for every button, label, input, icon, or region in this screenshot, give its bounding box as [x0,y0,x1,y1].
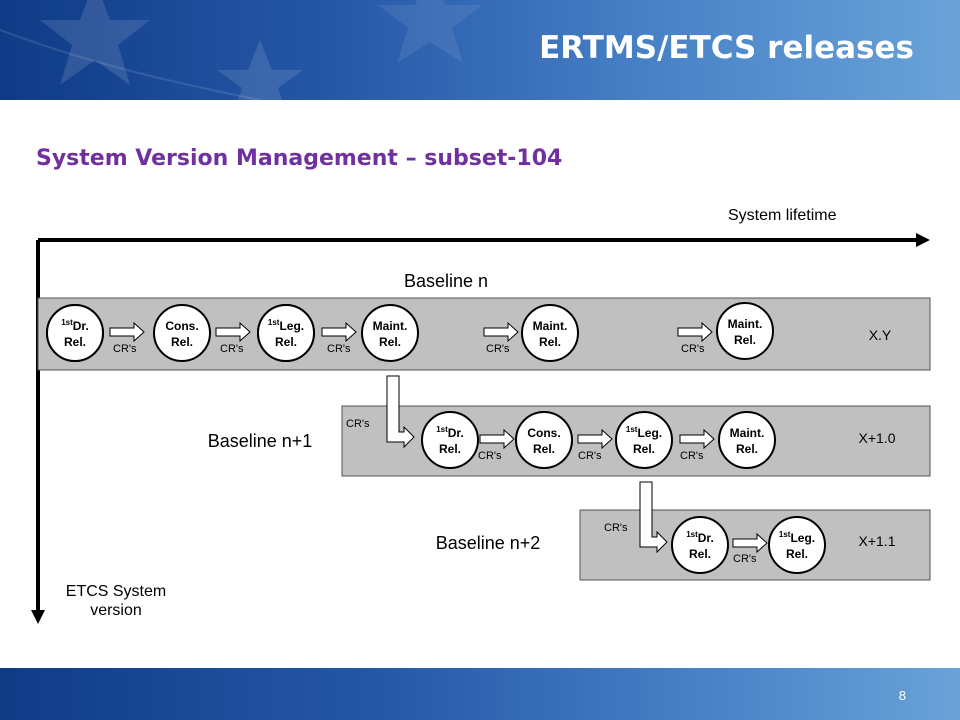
release-line2: Rel. [439,442,461,456]
cr-label: CR's [681,343,705,355]
release-line1: Maint. [373,319,408,333]
release-arrow-icon [479,428,515,450]
branch-connector-n1-to-n2 [639,481,668,554]
release-line2: Rel. [689,547,711,561]
cr-label: CR's [113,343,137,355]
release-line2: Rel. [275,335,297,349]
cr-label: CR's [733,553,757,565]
release-arrow-icon [215,321,251,343]
release-line2: Rel. [736,442,758,456]
release-sup: 1st [779,530,791,539]
cr-label: CR's [478,450,502,462]
release-circle: Maint. Rel. [716,302,774,360]
release-sup: 1st [268,318,280,327]
slide-subtitle: System Version Management – subset-104 [36,146,563,171]
release-circle: Maint. Rel. [361,304,419,362]
cr-label: CR's [680,450,704,462]
release-sup: 1st [436,425,448,434]
release-circle: Cons. Rel. [515,411,573,469]
release-arrow-icon [109,321,145,343]
release-line2: Rel. [633,442,655,456]
release-line1: Maint. [728,317,763,331]
release-circle: 1stDr. Rel. [46,304,104,362]
release-circle: Cons. Rel. [153,304,211,362]
release-line1: 1stLeg. [626,425,662,440]
version-xy: X.Y [869,327,892,343]
release-sup: 1st [61,318,73,327]
release-arrow-icon [483,321,519,343]
slide-title: ERTMS/ETCS releases [539,30,914,66]
release-arrow-icon [321,321,357,343]
baseline-n-label: Baseline n [404,271,488,291]
release-l1: Leg. [279,319,304,333]
release-l1: Dr. [73,319,89,333]
version-x1-0: X+1.0 [859,430,896,446]
release-circle: 1stLeg. Rel. [768,516,826,574]
baseline-n2-label: Baseline n+2 [436,533,541,553]
release-circle: 1stDr. Rel. [671,516,729,574]
release-line2: Rel. [64,335,86,349]
release-line1: 1stDr. [686,530,714,545]
release-arrow-icon [679,428,715,450]
release-line1: 1stLeg. [779,530,815,545]
release-l1: Leg. [637,426,662,440]
release-arrow-icon [577,428,613,450]
release-l1: Dr. [448,426,464,440]
release-line2: Rel. [533,442,555,456]
cr-label: CR's [220,343,244,355]
release-line1: 1stDr. [436,425,464,440]
release-line2: Rel. [539,335,561,349]
cr-label: CR's [578,450,602,462]
cr-label: CR's [327,343,351,355]
release-line2: Rel. [786,547,808,561]
release-sup: 1st [686,530,698,539]
stars-decoration-icon [0,0,482,100]
release-line1: Cons. [165,319,198,333]
release-l1: Dr. [698,531,714,545]
release-circle: Maint. Rel. [521,304,579,362]
baseline-n1-label: Baseline n+1 [208,431,313,451]
release-l1: Leg. [790,531,815,545]
release-arrow-icon [732,532,768,554]
version-x1-1: X+1.1 [859,533,896,549]
system-lifetime-label: System lifetime [728,207,837,224]
release-line1: 1stDr. [61,318,89,333]
release-line1: Cons. [527,426,560,440]
release-circle: 1stLeg. Rel. [257,304,315,362]
version-arrowhead-icon [31,610,45,624]
cr-label: CR's [486,343,510,355]
branch-connector-n-to-n1 [386,375,415,449]
release-line2: Rel. [734,333,756,347]
footer-banner [0,668,960,720]
release-circle: Maint. Rel. [718,411,776,469]
version-axis-label-line1: ETCS System [66,583,166,600]
release-line1: Maint. [533,319,568,333]
release-sup: 1st [626,425,638,434]
page-number: 8 [898,688,906,703]
header-banner: ERTMS/ETCS releases [0,0,960,100]
lifetime-arrowhead-icon [916,233,930,247]
version-axis-label-line2: version [90,602,142,619]
cr-label: CR's [346,418,370,430]
release-circle: 1stLeg. Rel. [615,411,673,469]
release-circle: 1stDr. Rel. [421,411,479,469]
release-line2: Rel. [171,335,193,349]
cr-label: CR's [604,522,628,534]
release-line1: 1stLeg. [268,318,304,333]
release-line2: Rel. [379,335,401,349]
release-arrow-icon [677,321,713,343]
release-line1: Maint. [730,426,765,440]
